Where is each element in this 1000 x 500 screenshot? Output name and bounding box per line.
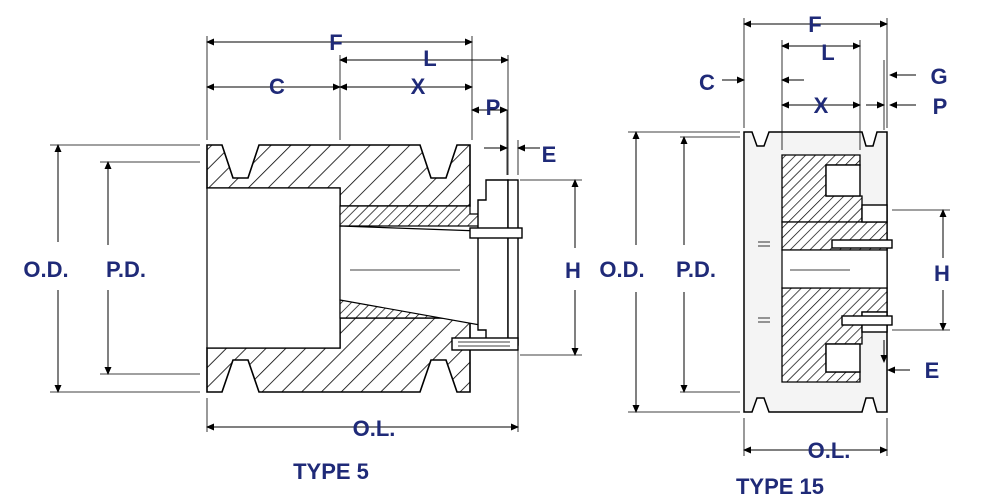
- type15-label-g: G: [930, 64, 947, 89]
- type5-label-x: X: [411, 74, 426, 99]
- type15-label-e: E: [925, 358, 940, 383]
- type15-screw-bottom: [841, 315, 893, 326]
- type5-label-f: F: [329, 30, 342, 55]
- type5-bore-left: [206, 187, 341, 349]
- type15-label-h: H: [934, 261, 950, 286]
- type5-screw-bottom: [451, 337, 519, 351]
- type5-title: TYPE 5: [293, 459, 369, 484]
- type15-label-l: L: [821, 40, 834, 65]
- type5-drawing: F L C X P E O.D. P.D. H O.L. TYPE 5: [23, 30, 582, 484]
- type15-label-pd: P.D.: [676, 257, 716, 282]
- type5-label-od: O.D.: [23, 257, 68, 282]
- type5-screw-top: [469, 227, 523, 239]
- type15-drawing: F L C G X P O.D. P.D. H E O.L. TYPE 15: [599, 12, 950, 499]
- type5-label-pd: P.D.: [106, 257, 146, 282]
- type15-flange-top: [861, 204, 888, 223]
- type15-label-x: X: [814, 93, 829, 118]
- type15-step-bottom: [825, 343, 861, 373]
- type5-label-e: E: [542, 142, 557, 167]
- type15-label-c: C: [699, 70, 715, 95]
- type5-bushing-flange: [477, 179, 509, 346]
- type5-bushing-top: [339, 205, 489, 227]
- type15-bore: [781, 249, 888, 289]
- type15-label-f: F: [808, 12, 821, 37]
- type15-label-p: P: [933, 94, 948, 119]
- type5-label-l: L: [423, 46, 436, 71]
- type5-label-c: C: [269, 74, 285, 99]
- type15-label-ol: O.L.: [808, 438, 851, 463]
- type5-label-ol: O.L.: [353, 416, 396, 441]
- type15-step-top: [825, 164, 861, 197]
- type15-title: TYPE 15: [736, 474, 824, 499]
- type5-flange-end: [507, 179, 519, 346]
- type15-screw-top: [831, 239, 893, 249]
- type5-label-p: P: [486, 95, 501, 120]
- type15-label-od: O.D.: [599, 257, 644, 282]
- type5-label-h: H: [565, 258, 581, 283]
